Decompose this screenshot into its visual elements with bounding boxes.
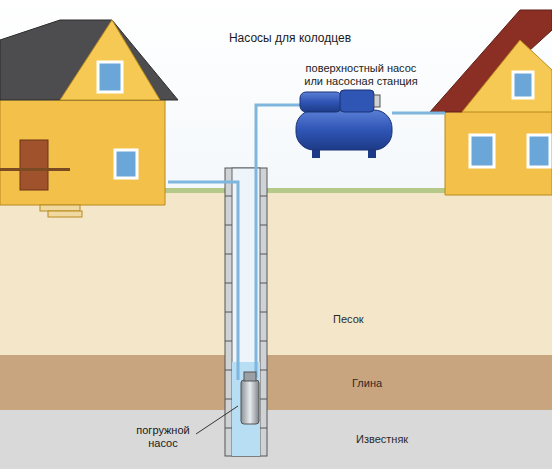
window (98, 62, 122, 92)
pump-motor (340, 90, 374, 112)
layer-label: Песок (333, 313, 364, 326)
tank-foot (312, 150, 320, 158)
well-casing (225, 168, 267, 456)
pressure-switch (374, 95, 380, 107)
leader-line (196, 406, 238, 434)
sand-band: Песок (0, 192, 552, 355)
porch-rail (0, 168, 70, 171)
pipe (256, 105, 300, 378)
window (470, 135, 494, 167)
house-wall (0, 98, 165, 205)
diagram-title: Насосы для колодцев (200, 32, 380, 45)
window (513, 72, 533, 98)
layer-label: Глина (352, 377, 382, 390)
well-water (232, 362, 260, 456)
tank-foot (368, 150, 376, 158)
pump-head (300, 92, 342, 112)
window (115, 150, 137, 178)
pump-station-label: поверхностный насос или насосная станция (296, 62, 426, 88)
clay-layer (0, 355, 552, 410)
house-gable (462, 40, 552, 112)
clay-band: Глина (0, 355, 552, 410)
house-wall (445, 100, 552, 195)
submersible-pump-label: погружной насос (130, 424, 196, 450)
house-roof (0, 20, 178, 100)
well-rings (225, 196, 267, 428)
sand-layer (0, 192, 552, 355)
submersible-pump (241, 380, 259, 424)
house-roof (430, 10, 552, 112)
house-door (20, 140, 48, 190)
pressure-tank (296, 110, 392, 150)
porch-step (48, 211, 82, 217)
porch-step (40, 205, 80, 211)
house-gable (60, 20, 160, 100)
limestone-band: Известняк (0, 410, 552, 469)
pipe (168, 182, 238, 380)
window (528, 135, 550, 167)
pipe (392, 112, 445, 115)
pump-outlet (244, 372, 256, 381)
layer-label: Известняк (356, 433, 408, 446)
limestone-layer (0, 410, 552, 469)
